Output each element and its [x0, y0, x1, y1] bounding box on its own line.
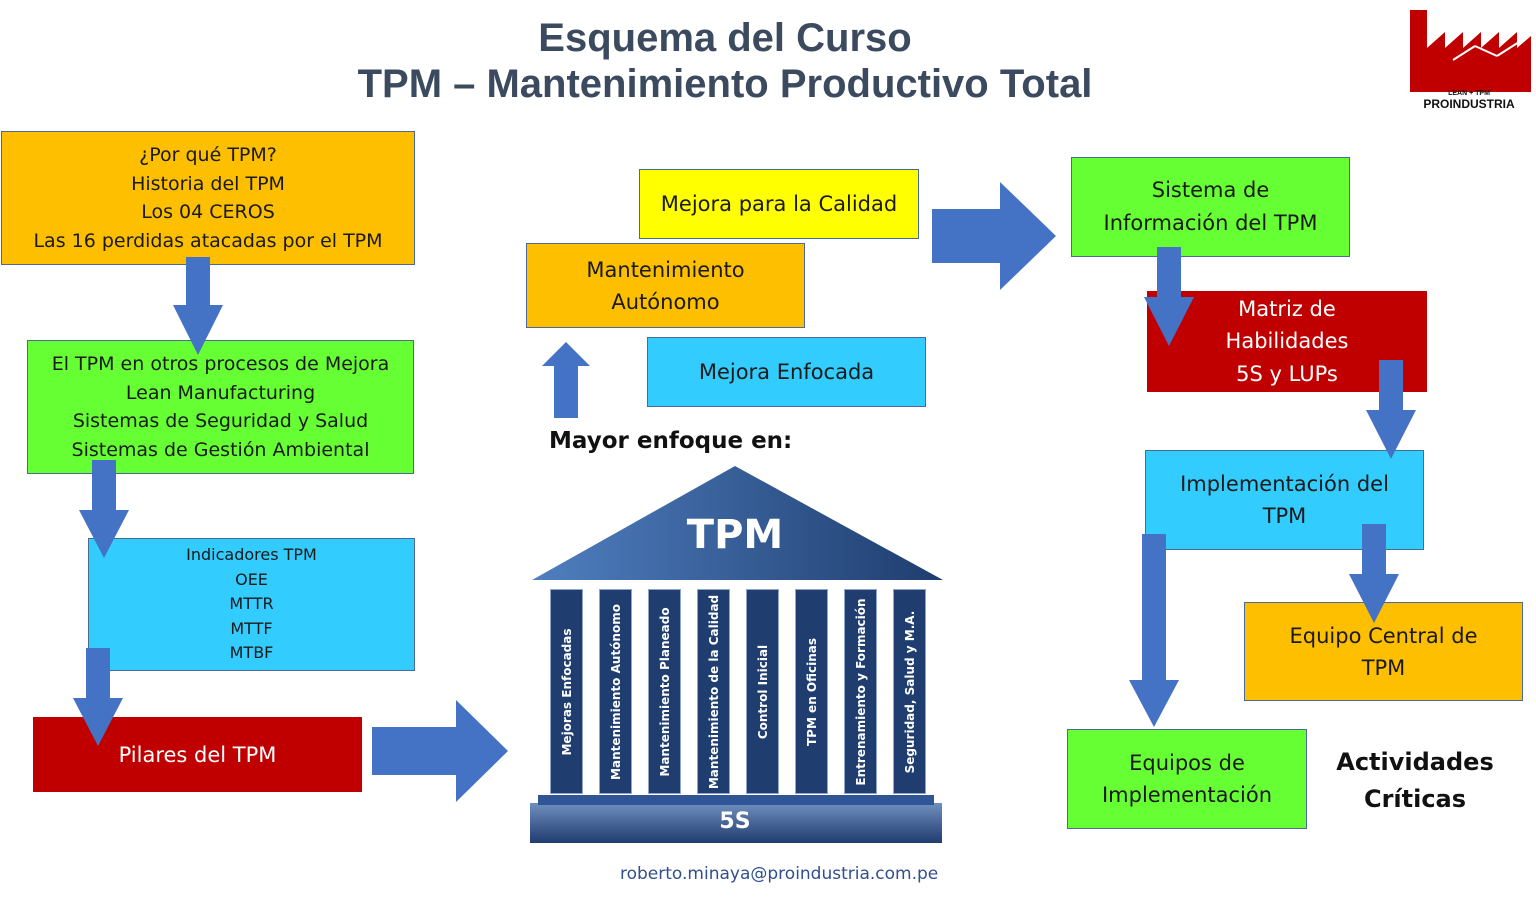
pillar: Mantenimiento Planeado — [648, 589, 681, 794]
pillar: Mantenimiento de la Calidad — [697, 589, 730, 794]
otros-procesos-line: Lean Manufacturing — [125, 381, 316, 404]
indicadores-line: MTBF — [229, 643, 274, 663]
pillar-label: Control Inicial — [755, 644, 770, 739]
mantenimiento-autonomo-box: Mantenimiento Autónomo — [526, 243, 805, 328]
pilares-label: Pilares del TPM — [118, 742, 277, 767]
tpm-temple — [530, 466, 943, 843]
mantenimiento-autonomo-line: Mantenimiento — [586, 257, 745, 282]
actividades-line: Críticas — [1363, 785, 1467, 813]
indicadores-box: Indicadores TPM OEE MTTR MTTF MTBF — [88, 538, 415, 671]
proindustria-logo: LEAN + TPM PROINDUSTRIA — [1405, 8, 1533, 112]
sistema-info-line: Sistema de — [1151, 178, 1270, 202]
equipos-impl-line: Implementación — [1101, 783, 1273, 807]
actividades-line: Actividades — [1336, 748, 1494, 776]
page-title-line1: Esquema del Curso — [538, 16, 912, 60]
pillar: Mejoras Enfocadas — [550, 589, 583, 794]
pillar-label: Mantenimiento Planeado — [657, 606, 672, 777]
right-arrow-icon — [932, 182, 1056, 290]
pilares-box: Pilares del TPM — [33, 717, 362, 792]
intro-line: Las 16 perdidas atacadas por el TPM — [33, 229, 383, 252]
mejora-enfocada-box: Mejora Enfocada — [647, 337, 926, 407]
matriz-line: Matriz de — [1238, 296, 1336, 321]
indicadores-line: MTTR — [229, 594, 274, 614]
intro-line: ¿Por qué TPM? — [139, 144, 277, 166]
equipo-central-line: TPM — [1361, 655, 1406, 680]
pillar: Control Inicial — [746, 589, 779, 794]
pillar: Seguridad, Salud y M.A. — [893, 589, 926, 794]
page-title-line2: TPM – Mantenimiento Productivo Total — [357, 62, 1093, 106]
mayor-enfoque-label: Mayor enfoque en: — [549, 428, 793, 454]
intro-line: Los 04 CEROS — [141, 201, 275, 223]
mejora-calidad-box: Mejora para la Calidad — [639, 169, 919, 239]
mejora-calidad-label: Mejora para la Calidad — [660, 192, 898, 216]
sistema-info-box: Sistema de Información del TPM — [1071, 157, 1350, 257]
pillar-label: Entrenamiento y Formación — [853, 597, 868, 786]
indicadores-line: Indicadores TPM — [186, 545, 317, 565]
pillar: Entrenamiento y Formación — [844, 589, 877, 794]
indicadores-line: MTTF — [230, 618, 273, 638]
otros-procesos-line: Sistemas de Gestión Ambiental — [71, 438, 370, 461]
implementacion-line: TPM — [1262, 504, 1307, 528]
equipo-central-box: Equipo Central de TPM — [1244, 602, 1523, 701]
mantenimiento-autonomo-line: Autónomo — [611, 289, 720, 314]
implementacion-box: Implementación del TPM — [1145, 450, 1424, 550]
pillar: Mantenimiento Autónomo — [599, 589, 632, 794]
temple-base — [530, 803, 942, 843]
equipo-central-line: Equipo Central de — [1289, 623, 1478, 648]
equipos-impl-box: Equipos de Implementación — [1067, 729, 1307, 829]
intro-box: ¿Por qué TPM? Historia del TPM Los 04 CE… — [1, 131, 415, 265]
otros-procesos-box: El TPM en otros procesos de Mejora Lean … — [27, 340, 414, 474]
otros-procesos-line: Sistemas de Seguridad y Salud — [72, 410, 369, 432]
matriz-line: 5S y LUPs — [1236, 361, 1338, 386]
pillar-label: Seguridad, Salud y M.A. — [902, 610, 917, 773]
temple-roof — [532, 466, 943, 580]
up-arrow-icon — [542, 342, 590, 418]
down-arrow-icon — [1129, 534, 1179, 727]
footer-email[interactable]: roberto.minaya@proindustria.com.pe — [620, 864, 939, 884]
pillar-label: TPM en Oficinas — [804, 637, 819, 746]
logo-brand: PROINDUSTRIA — [1423, 97, 1515, 111]
matriz-line: Habilidades — [1225, 329, 1349, 354]
pillar: TPM en Oficinas — [795, 589, 828, 794]
temple-base-label: 5S — [719, 809, 751, 834]
equipos-impl-line: Equipos de — [1129, 751, 1245, 775]
logo-tagline: LEAN + TPM — [1448, 90, 1490, 97]
factory-logo-icon — [1410, 10, 1531, 110]
actividades-criticas-label: Actividades Críticas — [1330, 744, 1500, 818]
pillar-label: Mejoras Enfocadas — [559, 627, 574, 756]
matriz-box: Matriz de Habilidades 5S y LUPs — [1147, 291, 1427, 392]
sistema-info-line: Información del TPM — [1103, 211, 1318, 235]
intro-line: Historia del TPM — [131, 172, 285, 195]
implementacion-line: Implementación del — [1180, 472, 1389, 496]
temple-roof-label: TPM — [686, 512, 784, 558]
indicadores-line: OEE — [235, 569, 268, 589]
mejora-enfocada-label: Mejora Enfocada — [698, 360, 875, 384]
right-arrow-icon — [372, 700, 508, 802]
pillar-label: Mantenimiento Autónomo — [608, 603, 623, 780]
otros-procesos-line: El TPM en otros procesos de Mejora — [51, 353, 390, 375]
pillar-label: Mantenimiento de la Calidad — [706, 594, 721, 789]
